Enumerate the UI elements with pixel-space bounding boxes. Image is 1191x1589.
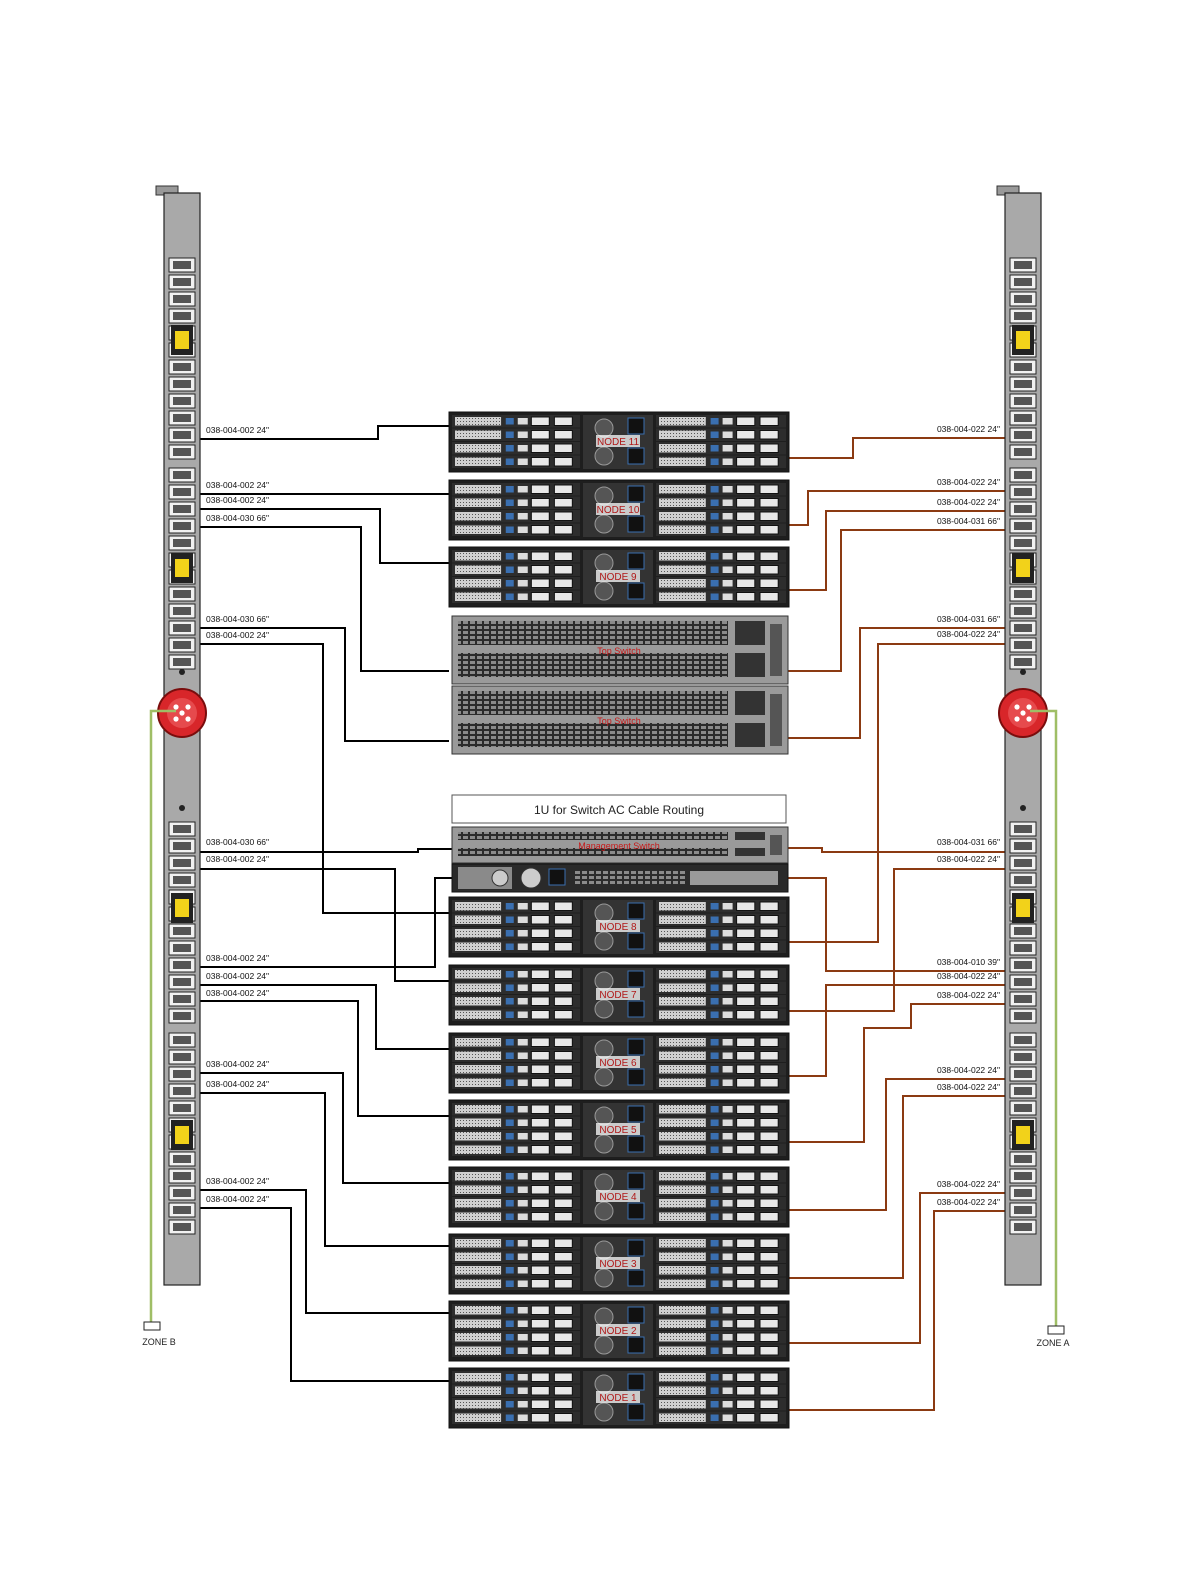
zone-a-plug: ZONE A [1036, 1325, 1070, 1348]
zone-a-label: ZONE A [1036, 1338, 1069, 1348]
power-cable [199, 643, 449, 914]
cable-part-label: 038-004-022 24" [937, 854, 1000, 864]
top-switch-2: Top Switch [451, 685, 789, 755]
server-node: NODE 11 [448, 411, 790, 473]
cable-part-label: 038-004-002 24" [206, 971, 269, 981]
node-label: NODE 11 [597, 437, 639, 448]
server-node: NODE 1 [448, 1367, 790, 1429]
power-cable [199, 877, 452, 968]
server-node: NODE 7 [448, 964, 790, 1026]
node-label: NODE 10 [597, 505, 640, 516]
cable-part-label: 038-004-002 24" [206, 1176, 269, 1186]
cable-part-label: 038-004-022 24" [937, 477, 1000, 487]
management-switch: Management Switch [451, 826, 789, 864]
node-label: NODE 1 [599, 1393, 637, 1404]
routing-shelf: 1U for Switch AC Cable Routing [451, 794, 787, 824]
zone-a-plug-icon [1047, 1325, 1065, 1335]
cable-part-label: 038-004-022 24" [937, 424, 1000, 434]
node-label: NODE 9 [599, 572, 637, 583]
cable-part-label: 038-004-031 66" [937, 516, 1000, 526]
node-label: NODE 4 [599, 1192, 637, 1203]
node-label: NODE 5 [599, 1125, 637, 1136]
power-cable [199, 984, 449, 1050]
management-appliance [451, 863, 789, 893]
cable-part-label: 038-004-002 24" [206, 1194, 269, 1204]
cable-part-label: 038-004-030 66" [206, 513, 269, 523]
cable-part-label: 038-004-002 24" [206, 953, 269, 963]
power-cable [199, 627, 449, 742]
node-label: NODE 3 [599, 1259, 637, 1270]
power-cable [199, 1072, 449, 1184]
rack-equipment: NODE 11 NODE 10 NODE 9 NODE 8 NODE 7 NODE 6 NO… [448, 411, 790, 1429]
node-label: NODE 2 [599, 1326, 637, 1337]
power-cable [788, 627, 1007, 739]
power-cable [199, 425, 449, 440]
cable-part-label: 038-004-030 66" [206, 837, 269, 847]
zone-b-plug-icon [143, 1321, 161, 1331]
power-cable [199, 526, 449, 672]
cable-part-label: 038-004-030 66" [206, 614, 269, 624]
cable-part-label: 038-004-022 24" [937, 1082, 1000, 1092]
cable-part-label: 038-004-022 24" [937, 497, 1000, 507]
cable-part-label: 038-004-022 24" [937, 971, 1000, 981]
node-label: NODE 6 [599, 1058, 637, 1069]
cable-part-label: 038-004-002 24" [206, 495, 269, 505]
cable-part-label: 038-004-022 24" [937, 629, 1000, 639]
power-cable [199, 1207, 449, 1382]
power-cable [199, 1000, 449, 1117]
cable-part-label: 038-004-002 24" [206, 630, 269, 640]
zone-b-plug: ZONE B [142, 1321, 176, 1347]
server-node: NODE 8 [448, 896, 790, 958]
routing-shelf-label: 1U for Switch AC Cable Routing [534, 803, 704, 817]
switch-label: Top Switch [597, 716, 641, 726]
node-label: NODE 8 [599, 922, 637, 933]
switch-label: Management Switch [578, 841, 660, 851]
cable-part-label: 038-004-022 24" [937, 1179, 1000, 1189]
zone-b-feed-wire [149, 709, 176, 1322]
cable-part-label: 038-004-022 24" [937, 1065, 1000, 1075]
power-cable [632, 1003, 1007, 1143]
pdu-zone-a [996, 185, 1058, 1326]
node-label: NODE 7 [599, 990, 637, 1001]
power-cable [788, 877, 1007, 972]
zone-b-cable-labels: 038-004-002 24" 038-004-002 24" 038-004-00… [206, 425, 269, 1204]
zone-a-cable-labels: 038-004-022 24" 038-004-022 24" 038-004-02… [937, 424, 1000, 1207]
power-cable [199, 868, 449, 982]
cable-part-label: 038-004-031 66" [937, 614, 1000, 624]
switch-label: Top Switch [597, 646, 641, 656]
cable-part-label: 038-004-010 39" [937, 957, 1000, 967]
power-cable [199, 508, 449, 564]
cable-part-label: 038-004-002 24" [206, 425, 269, 435]
server-node: NODE 4 [448, 1166, 790, 1228]
server-node: NODE 10 [448, 479, 790, 541]
server-node: NODE 3 [448, 1233, 790, 1295]
power-cable [788, 847, 1007, 853]
power-cable [788, 529, 1007, 672]
top-switch-1: Top Switch [451, 615, 789, 685]
power-cable [199, 1092, 449, 1247]
server-node: NODE 5 [448, 1099, 790, 1161]
server-node: NODE 2 [448, 1300, 790, 1362]
power-cable [199, 848, 452, 853]
pdu-zone-b [149, 185, 207, 1322]
cable-part-label: 038-004-002 24" [206, 1079, 269, 1089]
cable-part-label: 038-004-002 24" [206, 854, 269, 864]
zone-a-feed-wire [1030, 709, 1058, 1326]
power-cable [199, 1189, 449, 1314]
cable-part-label: 038-004-002 24" [206, 988, 269, 998]
cable-part-label: 038-004-022 24" [937, 990, 1000, 1000]
cable-part-label: 038-004-031 66" [937, 837, 1000, 847]
cable-part-label: 038-004-002 24" [206, 1059, 269, 1069]
zone-b-label: ZONE B [142, 1337, 176, 1347]
cable-part-label: 038-004-022 24" [937, 1197, 1000, 1207]
cable-part-label: 038-004-002 24" [206, 480, 269, 490]
server-node: NODE 6 [448, 1032, 790, 1094]
zone-b-power-cables [199, 425, 452, 1382]
server-node: NODE 9 [448, 546, 790, 608]
